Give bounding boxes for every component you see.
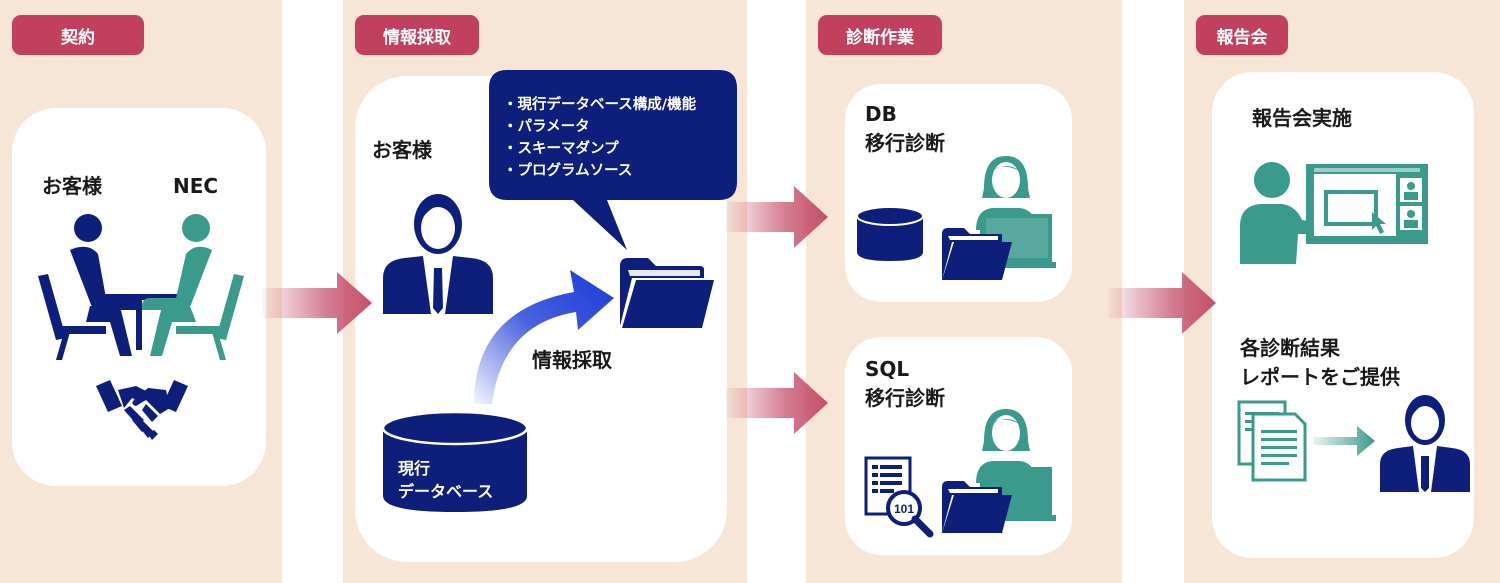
sql-card-engineer-icon	[942, 409, 1056, 533]
db-card-subtitle: 移行診断	[865, 131, 945, 155]
database-icon	[381, 410, 529, 512]
db-card-folder-icon	[942, 228, 1012, 280]
flow-arrow-2b	[726, 372, 828, 434]
report-results-line1: 各診断結果	[1240, 336, 1340, 360]
presenter-screen-icon	[1240, 162, 1428, 264]
documents-icon	[1237, 400, 1307, 482]
db-label-line2: データベース	[398, 482, 494, 501]
bubble-content: ・現行データベース構成/機能 ・パラメータ ・スキーマダンプ ・プログラムソース	[503, 94, 696, 182]
report-businessman-icon	[1380, 395, 1470, 492]
tag-report: 報告会	[1196, 15, 1288, 55]
bubble-item-config: ・現行データベース構成/機能	[503, 97, 697, 113]
handoff-arrow-icon	[1313, 426, 1375, 456]
sql-card-subtitle: 移行診断	[865, 386, 945, 410]
speech-bubble	[489, 70, 737, 250]
businessman-icon	[383, 194, 493, 314]
db-card-title: DB	[865, 102, 897, 126]
bubble-item-parameter: ・パラメータ	[503, 119, 590, 135]
flow-arrow-3	[1108, 272, 1216, 334]
report-results-line2: レポートをご提供	[1240, 365, 1400, 389]
tag-collection: 情報採取	[355, 15, 479, 55]
db-label-line1: 現行	[398, 459, 431, 478]
code-document-icon: 101	[864, 456, 934, 538]
collection-action-label: 情報採取	[532, 348, 612, 372]
meeting-customer-icon	[38, 214, 140, 360]
sql-card-title: SQL	[865, 357, 910, 381]
magnifier-binary-icon: 101	[886, 490, 934, 538]
meeting-icon	[38, 214, 244, 360]
curved-arrow-icon	[474, 270, 614, 404]
flow-arrow-2a	[726, 186, 828, 248]
folder-icon	[620, 258, 714, 328]
handshake-icon	[96, 380, 188, 440]
bubble-item-program-source: ・プログラムソース	[503, 163, 633, 179]
meeting-nec-icon	[142, 214, 244, 360]
contract-customer-label: お客様	[42, 174, 102, 198]
bubble-item-schema-dump: ・スキーマダンプ	[503, 141, 619, 157]
tag-diagnosis: 診断作業	[818, 15, 942, 55]
report-meeting-label: 報告会実施	[1252, 106, 1352, 130]
db-card-database-icon	[856, 206, 924, 261]
tag-contract: 契約	[12, 15, 144, 55]
flow-arrow-1	[262, 272, 372, 334]
contract-nec-label: NEC	[173, 174, 219, 198]
db-card-engineer-icon	[942, 156, 1056, 280]
sql-card-folder-icon	[942, 481, 1012, 533]
svg-text:101: 101	[894, 502, 914, 516]
collection-customer-label: お客様	[372, 138, 432, 162]
